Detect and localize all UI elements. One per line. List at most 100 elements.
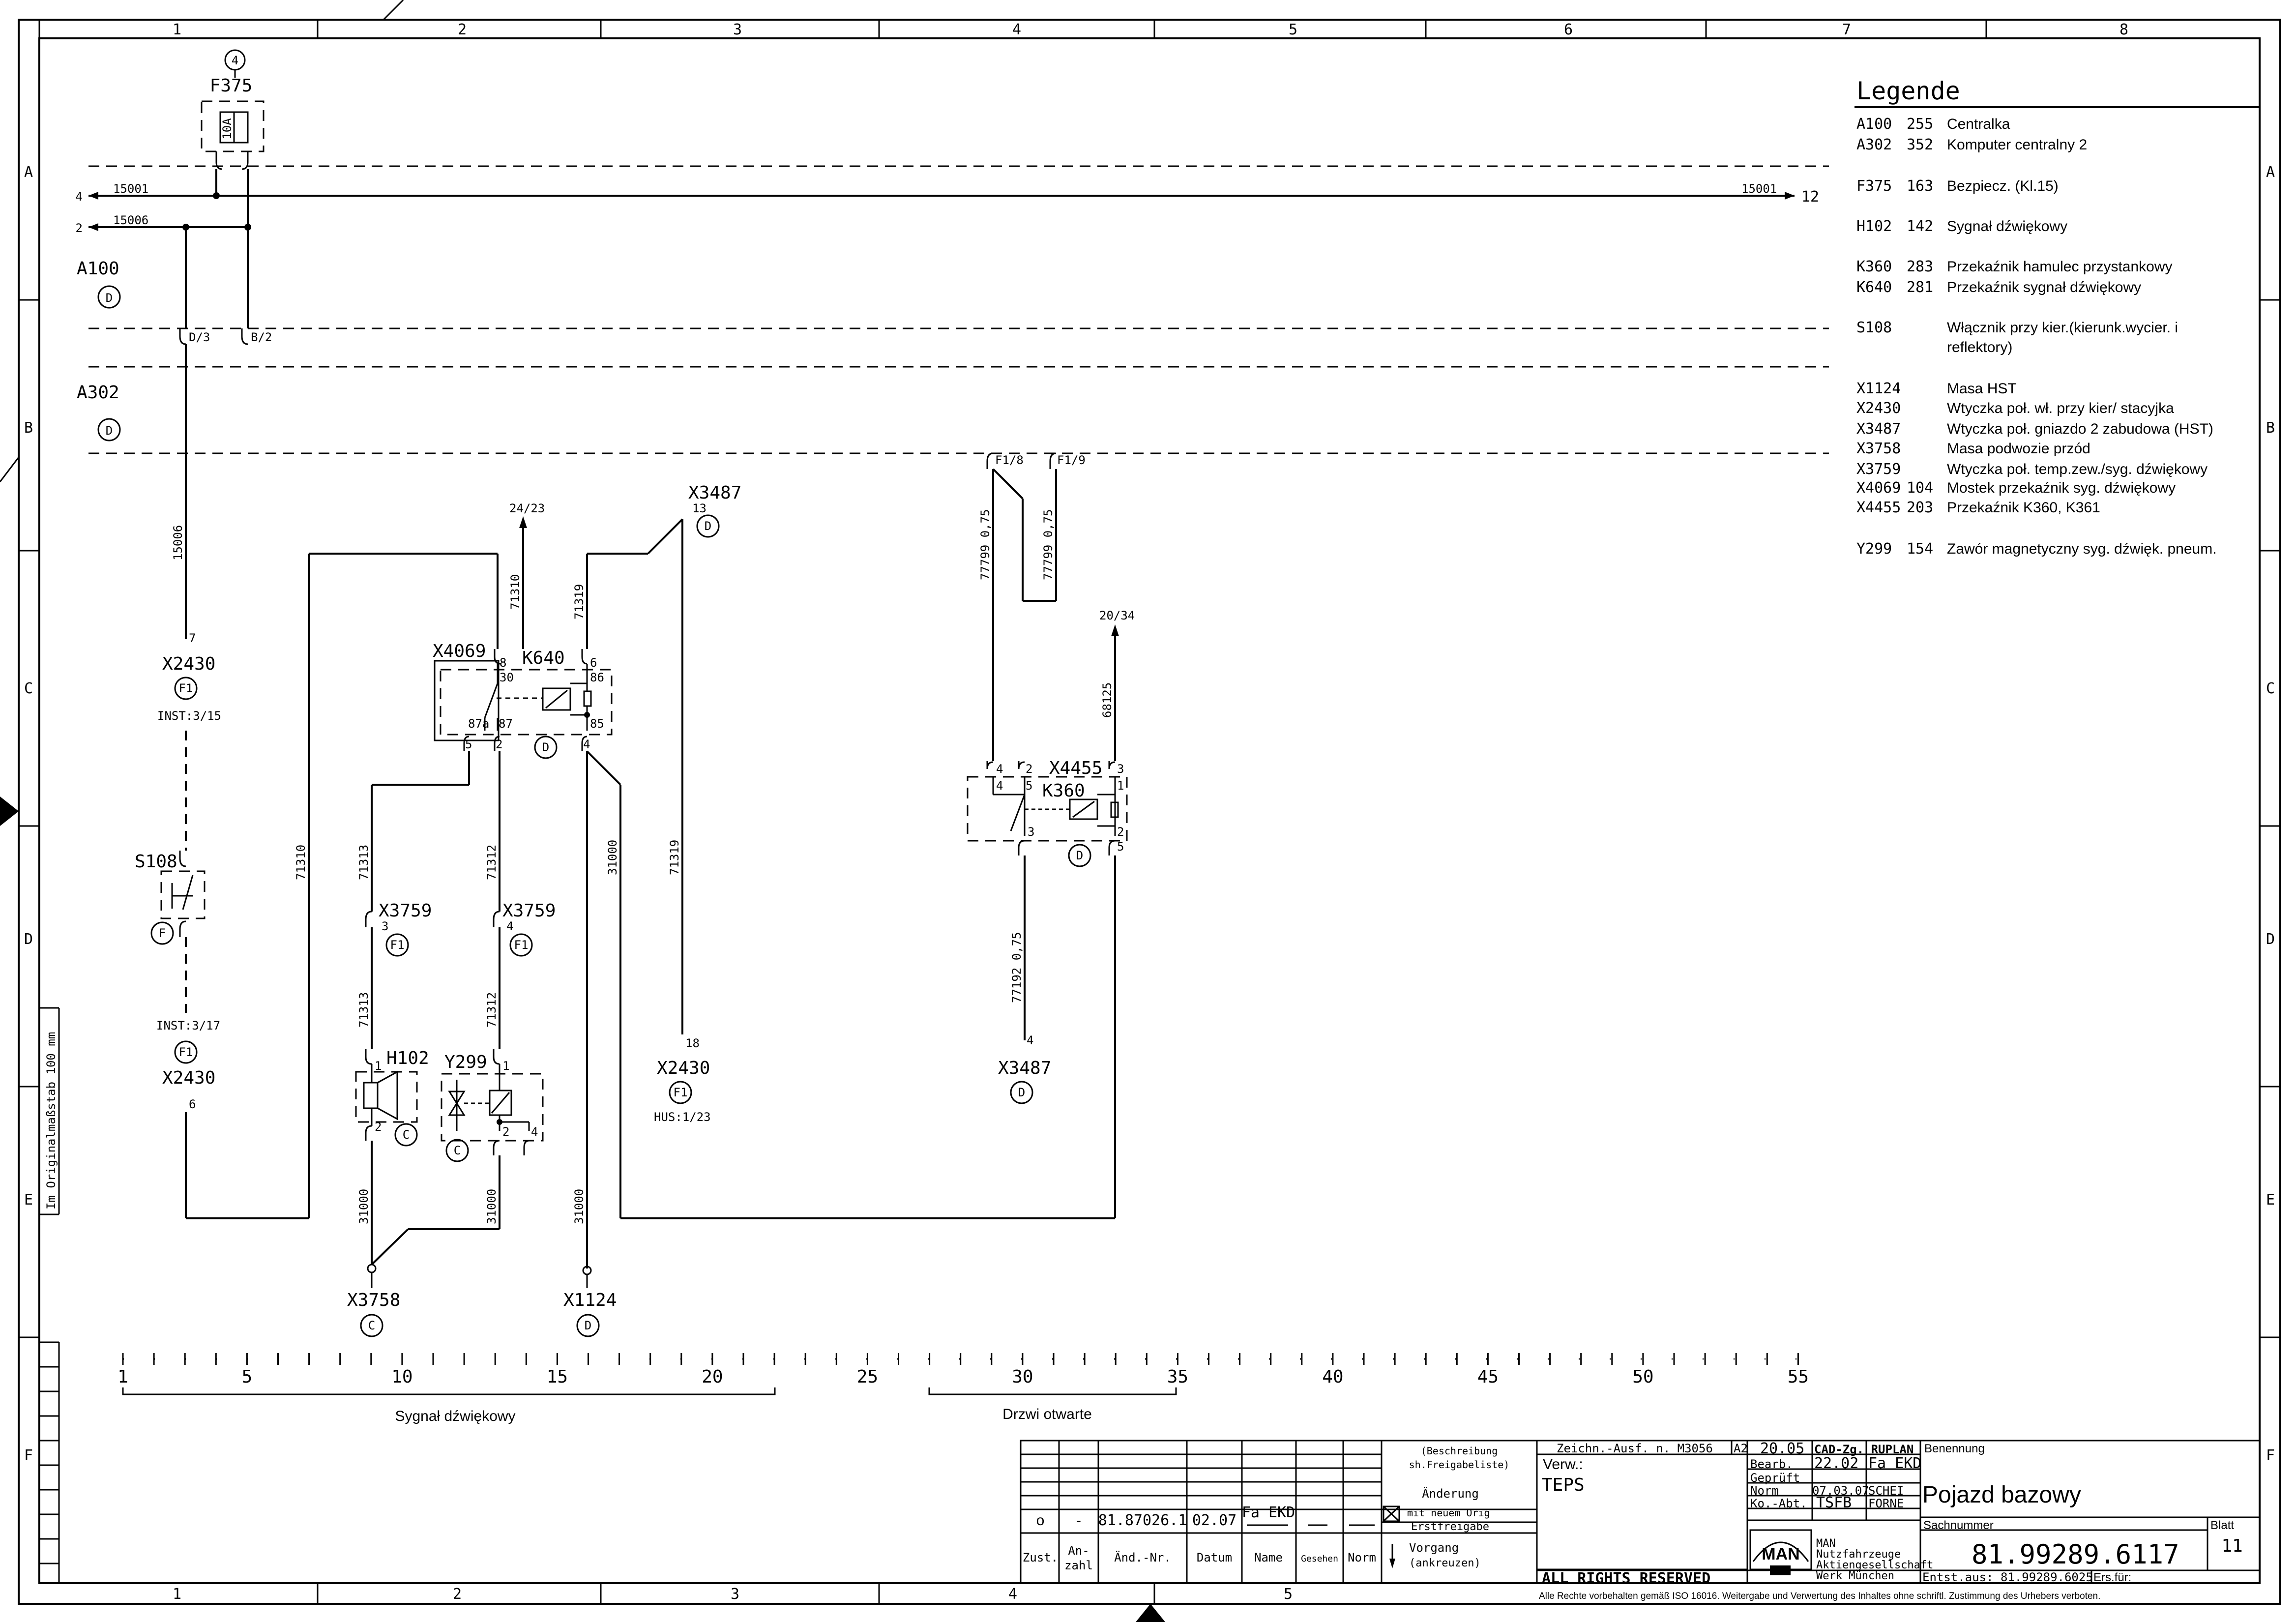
- hus123: HUS:1/23: [654, 1110, 711, 1124]
- col-top-1: 1: [173, 21, 181, 38]
- date3: 07.03.07: [1812, 1484, 1869, 1498]
- ref-2034: 20/34: [1099, 609, 1135, 622]
- legend-desc-9: Wtyczka poł. wł. przy kier/ stacyjka: [1947, 400, 2174, 416]
- wire-71319-down: 71319: [668, 840, 681, 875]
- rev-number: 81.87026.1: [1098, 1512, 1187, 1529]
- legend-code-9: X2430: [1856, 400, 1901, 417]
- a100-loc: D: [106, 291, 113, 305]
- k640-pin-85: 85: [590, 717, 604, 731]
- rights: ALL RIGHTS RESERVED: [1542, 1570, 1710, 1587]
- legend-desc-5: Przekaźnik sygnał dźwiękowy: [1947, 279, 2141, 295]
- ankreuzen: (ankreuzen): [1409, 1557, 1481, 1569]
- h102-loc: C: [403, 1128, 410, 1142]
- wire-68125: 68125: [1100, 682, 1114, 718]
- wire-31000-y299: 31000: [485, 1189, 499, 1224]
- relay-k640: 24/23 71310 71319 X4069 K640 8 30 6 86 8…: [357, 501, 1115, 1268]
- k640-pin-87: 87: [499, 717, 513, 731]
- blatt: Blatt: [2210, 1519, 2234, 1532]
- legend-title: Legende: [1856, 77, 1960, 105]
- legend-code-1: A302: [1856, 136, 1892, 153]
- k360-pin-5b: 5: [1117, 840, 1124, 854]
- k360-pin-1: 1: [1117, 779, 1124, 793]
- legend-code-2: F375: [1856, 177, 1892, 195]
- legend-code-8: X1124: [1856, 380, 1901, 397]
- rev-name: Fa EKD: [1242, 1504, 1295, 1521]
- cad: CAD-Zg. RUPLAN: [1814, 1443, 1913, 1456]
- k640-bot-pin-2: 2: [496, 737, 502, 751]
- legend-code-5: K640: [1856, 279, 1892, 296]
- x2430-loc-bottom: F1: [179, 1045, 193, 1059]
- legend-num-15: 154: [1907, 540, 1933, 558]
- wire-15006: 15006: [171, 525, 185, 560]
- ruler-label: 30: [1012, 1367, 1033, 1387]
- fuse-position: 4: [232, 54, 238, 67]
- x3759-label-a: X3759: [379, 901, 432, 921]
- col-top-5: 5: [1289, 21, 1297, 38]
- legend-code-4: K360: [1856, 258, 1892, 275]
- x3487-loc-top: D: [705, 519, 711, 533]
- legend-desc-7: reflektory): [1947, 339, 2012, 355]
- bus-out: 12: [1801, 188, 1819, 206]
- wire-77799-b: 77799 0,75: [1041, 509, 1055, 581]
- y299-pin4: 4: [531, 1125, 538, 1139]
- legend-desc-8: Masa HST: [1947, 381, 2017, 397]
- legend-desc-14: Przekaźnik K360, K361: [1947, 500, 2100, 516]
- bus-15001-right: 15001: [1741, 182, 1777, 196]
- date4: TSFB: [1816, 1494, 1852, 1511]
- bus-15006: 15006: [113, 213, 148, 227]
- x3759-pin4: 4: [506, 919, 513, 933]
- x1124-loc: D: [585, 1319, 591, 1332]
- ruler-label: 10: [391, 1367, 412, 1387]
- freigabeliste: sh.Freigabeliste): [1409, 1459, 1510, 1471]
- col-anzahl: An-: [1068, 1544, 1089, 1558]
- legend-code-13: X4069: [1856, 479, 1901, 497]
- pin-b72: B/2: [251, 330, 272, 344]
- legend-desc-4: Przekaźnik hamulec przystankowy: [1947, 259, 2173, 275]
- wire-71310-up: 71310: [508, 574, 522, 610]
- group-sygnal: Sygnał dźwiękowy: [395, 1408, 515, 1424]
- col-bottom-4: 4: [1008, 1586, 1017, 1603]
- teps: TEPS: [1542, 1475, 1585, 1495]
- center-mark-left: [0, 796, 19, 826]
- wire-77192: 77192 0,75: [1010, 932, 1024, 1003]
- a302-loc: D: [106, 424, 113, 438]
- wire-31000-x1124: 31000: [572, 1189, 586, 1224]
- col-name: Name: [1254, 1551, 1283, 1564]
- x4069-label: X4069: [433, 641, 486, 661]
- row-left-b: B: [24, 419, 33, 437]
- col-aend: Änd.-Nr.: [1114, 1550, 1171, 1564]
- geprueft: Geprüft: [1750, 1471, 1800, 1485]
- inst317: INST:3/17: [156, 1019, 220, 1032]
- norm: Norm: [1750, 1484, 1779, 1498]
- k360-pin-4b: 4: [996, 779, 1003, 793]
- x3487-pin4-label: 4: [1027, 1033, 1033, 1047]
- row-right-c: C: [2266, 680, 2275, 697]
- vorgang: Vorgang: [1409, 1541, 1459, 1555]
- legend-code-10: X3487: [1856, 420, 1901, 438]
- y299-label: Y299: [444, 1052, 487, 1072]
- verw: Verw.:: [1543, 1456, 1583, 1473]
- x2430-pin18: 18: [685, 1036, 700, 1050]
- man-logo: MAN: [1749, 1529, 1812, 1575]
- bearb: Bearb.: [1750, 1457, 1793, 1471]
- ruler-label: 45: [1477, 1367, 1499, 1387]
- erstfreigabe: Erstfreigabe: [1411, 1521, 1489, 1533]
- k640-pin-86: 86: [590, 671, 604, 684]
- ers: Ers.für:: [2093, 1571, 2131, 1584]
- legend-num-5: 281: [1907, 279, 1933, 296]
- rev-index: o: [1036, 1512, 1045, 1529]
- drawing-title: Pojazd bazowy: [1922, 1482, 2081, 1508]
- x2430-label-top: X2430: [162, 654, 215, 674]
- module-boundaries: A100 D A302 D: [77, 165, 1829, 454]
- x3487-pin13: 13: [692, 501, 706, 515]
- date2: 22.02: [1814, 1455, 1858, 1472]
- frame-labels: 1 2 3 4 5 6 7 8 1 2 3 4 5 A B C D E F A …: [24, 21, 2275, 1603]
- col-gesehen: Gesehen: [1301, 1554, 1338, 1564]
- pin-f19: F1/9: [1057, 453, 1086, 467]
- mit-neuem: mit neuem Orig: [1407, 1507, 1490, 1519]
- col-top-6: 6: [1564, 21, 1573, 38]
- x3759-pin3: 3: [382, 919, 388, 933]
- scale-note: Im Originalmaßstab 100 mm: [44, 1032, 58, 1209]
- legend-desc-13: Mostek przekaźnik syg. dźwiękowy: [1947, 480, 2176, 496]
